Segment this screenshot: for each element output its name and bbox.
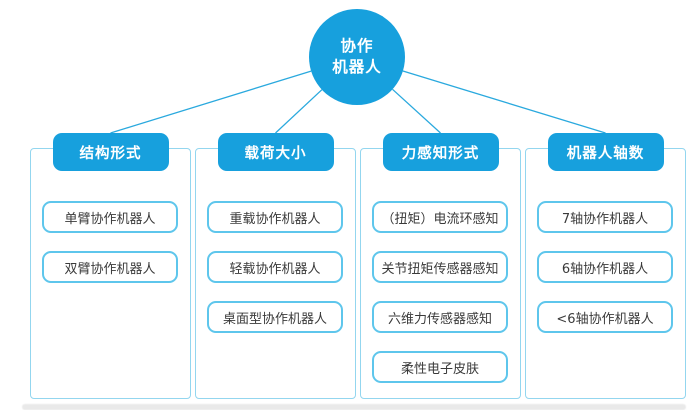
category-column-2: 载荷大小 重载协作机器人轻载协作机器人桌面型协作机器人 bbox=[195, 133, 356, 399]
item-box: 双臂协作机器人 bbox=[42, 251, 178, 283]
item-box: （扭矩）电流环感知 bbox=[372, 201, 508, 233]
category-header: 结构形式 bbox=[52, 133, 169, 171]
item-box: 单臂协作机器人 bbox=[42, 201, 178, 233]
connector-line bbox=[275, 89, 323, 134]
category-header: 力感知形式 bbox=[382, 133, 499, 171]
shadow-band bbox=[22, 404, 686, 410]
root-node: 协作 机器人 bbox=[309, 9, 405, 105]
item-box: 6轴协作机器人 bbox=[537, 251, 673, 283]
item-box: 轻载协作机器人 bbox=[207, 251, 343, 283]
item-box: 7轴协作机器人 bbox=[537, 201, 673, 233]
category-header: 机器人轴数 bbox=[547, 133, 664, 171]
root-node-label-line2: 机器人 bbox=[332, 58, 382, 76]
category-column-4: 机器人轴数 7轴协作机器人 6轴协作机器人 <6轴协作机器人 bbox=[525, 133, 686, 399]
category-header: 载荷大小 bbox=[217, 133, 334, 171]
connector-line bbox=[110, 70, 312, 134]
item-box: 柔性电子皮肤 bbox=[372, 351, 508, 383]
item-box: 桌面型协作机器人 bbox=[207, 301, 343, 333]
root-node-label-line1: 协作 bbox=[340, 37, 374, 56]
item-box: 关节扭矩传感器感知 bbox=[372, 251, 508, 283]
connector-line bbox=[392, 88, 441, 134]
connector-line bbox=[402, 70, 606, 134]
category-column-3: 力感知形式 （扭矩）电流环感知关节扭矩传感器感知六维力传感器感知柔性电子皮肤 bbox=[360, 133, 521, 399]
category-column-1: 结构形式 单臂协作机器人双臂协作机器人 bbox=[30, 133, 191, 399]
item-box: 重载协作机器人 bbox=[207, 201, 343, 233]
item-box: <6轴协作机器人 bbox=[537, 301, 673, 333]
item-box: 六维力传感器感知 bbox=[372, 301, 508, 333]
